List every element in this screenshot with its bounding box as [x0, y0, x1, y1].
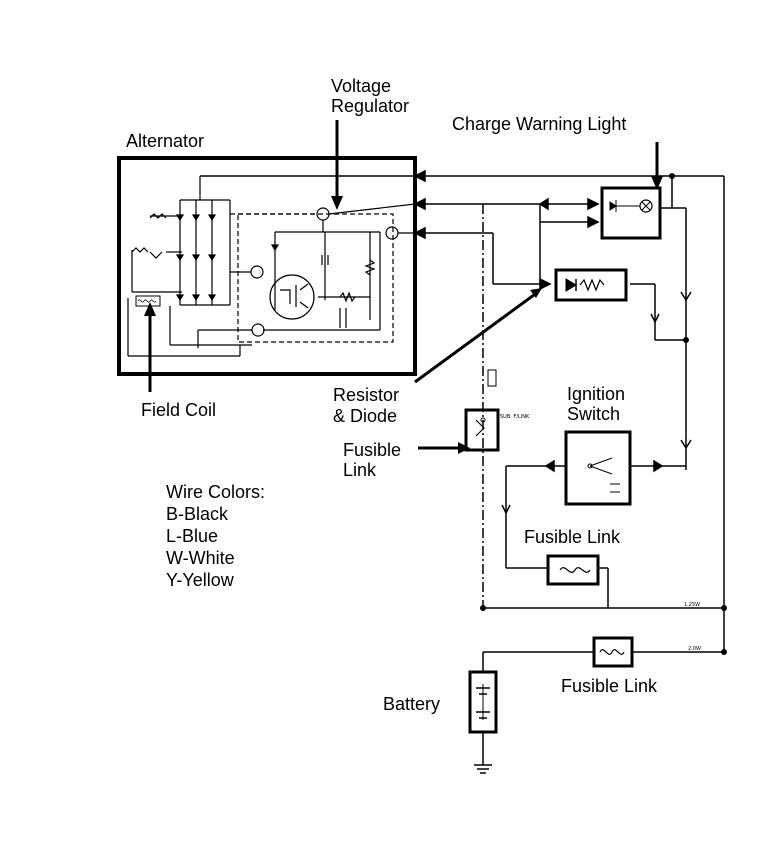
alternator	[117, 156, 417, 376]
charge-warning-light-label: Charge Warning Light	[452, 114, 626, 134]
voltage-regulator-label-2: Regulator	[331, 96, 409, 116]
wire-colors-heading: Wire Colors:	[166, 482, 266, 502]
charge-warning-light-symbol	[600, 186, 662, 240]
rectifier-diodes	[175, 199, 231, 306]
wire-color-item: W-White	[166, 548, 235, 568]
ignition-switch-symbol	[564, 430, 632, 506]
regulator-internals	[250, 207, 399, 337]
ignition-switch-label-1: Ignition	[567, 384, 625, 404]
fusible-link-bottom-symbol	[592, 636, 634, 668]
voltage-regulator-box	[237, 213, 394, 343]
fusible-link-left-label-2: Link	[343, 460, 377, 480]
field-coil-label: Field Coil	[141, 400, 216, 420]
sub-flink-mark: SUB. F/LINK	[500, 414, 530, 420]
wire-mark-2: 2.0W	[688, 646, 701, 652]
fusible-link-mid-symbol	[546, 554, 600, 586]
wire-mark-1: 1.25W	[684, 602, 700, 608]
voltage-regulator-label-1: Voltage	[331, 76, 391, 96]
wiring	[413, 169, 725, 774]
wire-color-item: L-Blue	[166, 526, 219, 546]
fusible-link-left-label-1: Fusible	[343, 440, 401, 460]
alternator-housing	[117, 156, 417, 376]
alternator-label: Alternator	[126, 131, 204, 151]
fusible-link-mid-label: Fusible Link	[524, 527, 621, 547]
junction-dots	[480, 173, 727, 655]
label-leaders	[144, 120, 663, 454]
battery-symbol	[468, 670, 498, 734]
resistor-diode-label-2: & Diode	[333, 406, 397, 426]
fusible-link-bottom-label: Fusible Link	[561, 676, 658, 696]
wire-colors-legend: Wire Colors: B-Black L-Blue W-White Y-Ye…	[166, 481, 265, 591]
resistor-diode-label-1: Resistor	[333, 385, 399, 405]
wire-color-item: Y-Yellow	[166, 570, 234, 590]
resistor-diode-symbol	[554, 268, 628, 302]
field-coil-symbol	[135, 295, 161, 307]
battery-label: Battery	[383, 694, 440, 714]
ignition-switch-label-2: Switch	[567, 404, 620, 424]
wire-color-item: B-Black	[166, 504, 229, 524]
sub-fusible-link-symbol	[464, 369, 500, 452]
